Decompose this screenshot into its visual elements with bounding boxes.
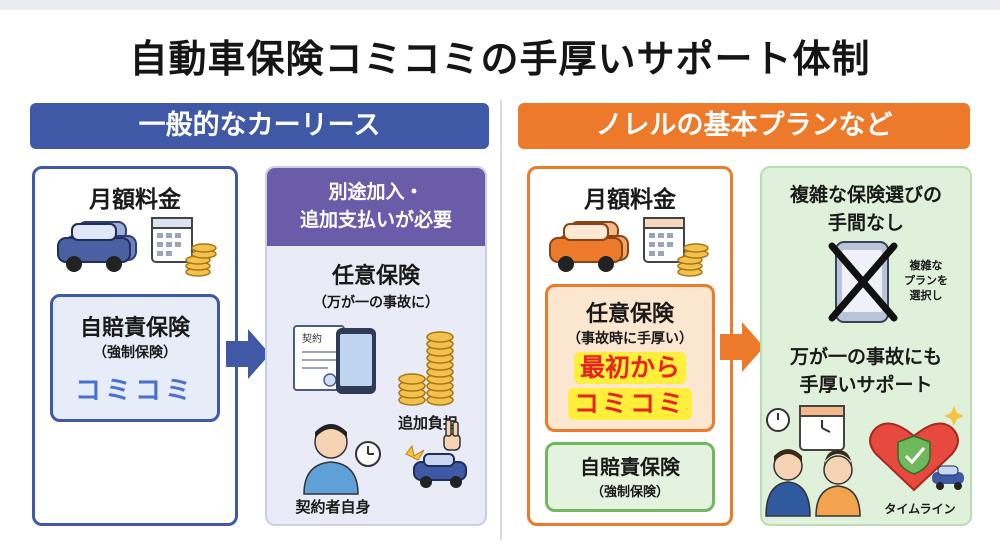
small-car-icon — [932, 465, 964, 490]
coins-stack-icon — [398, 331, 454, 406]
right-header: ノレルの基本プランなど — [518, 103, 970, 149]
page-title: 自動車保険コミコミの手厚いサポート体制 — [129, 37, 871, 81]
top-bar — [0, 0, 1000, 10]
left-extra-header-line2: 追加支払いが必要 — [299, 209, 452, 231]
orange-car-icon — [549, 221, 629, 272]
left-extra-header: 別途加入・ 追加支払いが必要 — [267, 168, 485, 246]
right-komi: コミコミ — [567, 388, 692, 420]
left-arrow-icon — [226, 329, 270, 379]
left-nini-sub: （万が一の事故に） — [313, 295, 439, 311]
right-nini-title: 任意保険 — [585, 302, 674, 327]
right-car-calendar-icons — [549, 217, 709, 277]
staff-man-icon — [765, 449, 811, 517]
left-nini-title: 任意保険 — [331, 264, 420, 289]
left-jibai-box — [50, 294, 220, 422]
right-no-hassle-line1: 複雑な保険選びの — [789, 184, 942, 206]
smartphone-icon — [336, 328, 376, 394]
right-arrow-icon — [720, 322, 764, 372]
left-burden-label: 追加負担 — [397, 414, 458, 432]
car-crash-icon — [405, 444, 467, 488]
phone-text-3: 選択し — [909, 289, 943, 302]
timeline-label: タイムライン — [884, 502, 956, 516]
calendar-icon — [643, 217, 685, 263]
left-car-calendar-icons — [57, 217, 217, 277]
right-nini-sub: （事故時に手厚い） — [567, 331, 693, 347]
contract-document-icon: 契約 — [293, 325, 345, 391]
left-contract-icons: 契約 — [293, 325, 454, 406]
cross-mark-icon — [828, 242, 898, 322]
staff-woman-icon — [815, 450, 861, 517]
coins-icon — [677, 243, 709, 277]
peace-hand-icon — [443, 420, 461, 451]
contract-doc-label: 契約 — [302, 332, 322, 345]
heart-shield-icon — [869, 422, 959, 492]
sparkle-icon — [944, 406, 964, 426]
right-jibai-title: 自賠責保険 — [580, 455, 680, 479]
support-staff-illustration — [765, 405, 964, 517]
left-monthly-label: 月額料金 — [89, 187, 181, 213]
column-divider — [500, 100, 502, 540]
clock-icon — [766, 408, 790, 432]
coins-icon — [185, 243, 217, 277]
right-support-line2: 手厚いサポート — [799, 374, 933, 396]
right-monthly-label: 月額料金 — [584, 187, 676, 213]
left-jibai-sub: （強制保険） — [93, 345, 177, 361]
right-komi-wrap: コミコミ — [545, 388, 715, 420]
left-jibai-title: 自賠責保険 — [79, 316, 190, 341]
phone-crossed-illustration — [828, 241, 898, 323]
calendar-icon — [799, 405, 845, 451]
clock-icon — [355, 441, 381, 467]
left-extra-header-line1: 別途加入・ — [328, 181, 424, 203]
right-support-line1: 万が一の事故にも — [789, 346, 942, 368]
right-jibai-box — [545, 442, 715, 512]
right-jibai-sub: （強制保険） — [590, 485, 669, 500]
phone-text-1: 複雑な — [909, 259, 943, 272]
right-no-hassle-line2: 手間なし — [827, 212, 904, 234]
left-jibai-komi: コミコミ — [74, 376, 195, 406]
left-header: 一般的なカーリース — [30, 103, 489, 149]
person-icon — [303, 424, 359, 495]
phone-annotation: 複雑な プランを 選択し — [888, 258, 964, 303]
left-person-crash-icons — [303, 420, 467, 495]
right-from-start: 最初から — [573, 352, 686, 384]
car-icon — [57, 221, 137, 272]
left-self-label: 契約者自身 — [295, 498, 371, 516]
right-from-start-wrap: 最初から — [545, 352, 715, 384]
phone-text-2: プランを — [904, 274, 948, 287]
calendar-icon — [151, 217, 193, 263]
